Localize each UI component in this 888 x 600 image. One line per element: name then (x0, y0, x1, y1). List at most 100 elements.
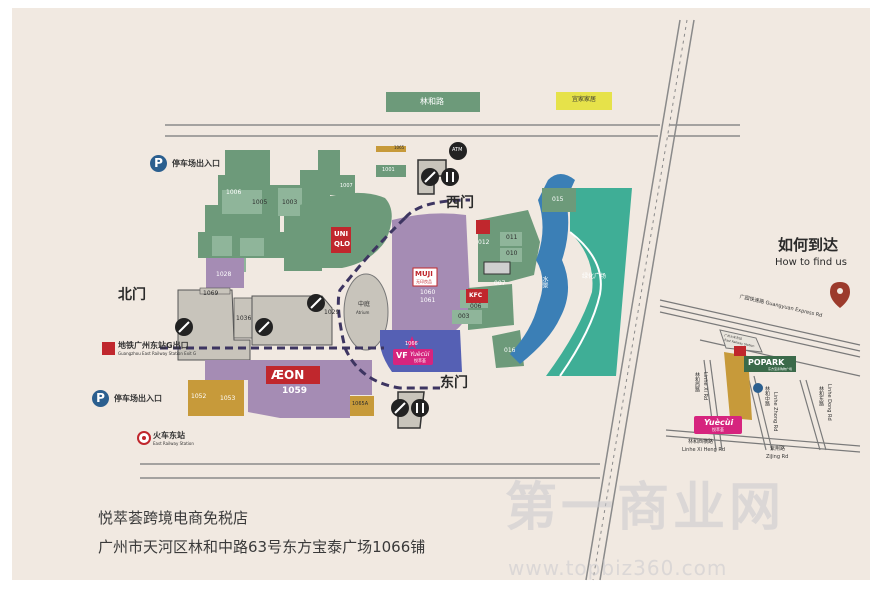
yuecui-logo-mark: VF (396, 351, 408, 360)
atm-icon (449, 142, 467, 160)
road-lines-north (165, 124, 740, 137)
uniqlo-logo (331, 227, 351, 253)
howto-subtitle: How to find us (775, 257, 847, 268)
ikea-label: 宜家家居 (572, 96, 597, 103)
atrium-label: 中庭 (358, 301, 371, 308)
unit-label-1069: 1069 (203, 290, 219, 297)
store-address: 广州市天河区林和中路63号东方宝泰广场1066铺 (98, 538, 426, 556)
howto-road-linhexiheng-en: Linhe Xi Heng Rd (682, 447, 725, 453)
unit-label-1003: 1003 (282, 199, 298, 206)
howto-road-linhedong-en: Linhe Dong Rd (826, 384, 832, 421)
parking-entrance-top: 停车场出入口 (172, 159, 220, 168)
howto-road-linhedong: 林和东路 (818, 386, 824, 406)
linhe-road-block (386, 92, 480, 112)
unit-label-1061: 1061 (420, 297, 436, 304)
howto-road-zijing: 紫荆路 (770, 446, 786, 452)
ikea-block (556, 92, 612, 110)
gate-west: 西门 (446, 195, 474, 211)
howto-parking-icon (753, 383, 763, 393)
howto-yuecui-cn: 悦萃荟 (712, 427, 724, 432)
unit-label-1001: 1001 (382, 167, 395, 173)
unit-1052 (188, 380, 210, 416)
unit-label-1007: 1007 (340, 183, 353, 189)
store-012-logo (476, 220, 490, 234)
howto-road-linhexi-en: Linhe Xi Rd (702, 372, 708, 401)
parking-icon-top: P (150, 155, 167, 172)
unit-label-1065: 1065 (394, 145, 405, 150)
kfc-text: KFC (469, 292, 483, 299)
howto-road-linhexiheng: 林和西横路 (688, 439, 714, 445)
unit-label-006: 006 (470, 303, 482, 310)
uniqlo-text-2: QLO (334, 240, 351, 248)
unit-label-1052: 1052 (191, 393, 207, 400)
location-pin-icon (830, 282, 850, 308)
howto-road-linhezhong: 林和中路 (764, 386, 770, 406)
unit-1001 (376, 165, 406, 177)
water-feature (510, 174, 575, 364)
train-station-label-en: East Railway Station (153, 441, 194, 446)
unit-label-015: 015 (552, 196, 564, 203)
unit-label-1005: 1005 (252, 199, 268, 206)
unit-label-003: 003 (458, 313, 470, 320)
howto-title: 如何到达 (778, 236, 839, 254)
green-plaza (546, 188, 632, 376)
metro-exit-label-en: Guangzhou East Railway Station Exit G (118, 351, 197, 356)
atm-label: ATM (452, 147, 463, 153)
aeon-text: ÆON (271, 368, 305, 382)
unit-1028 (206, 258, 244, 288)
road-lines-south (140, 463, 600, 479)
howto-road-zijing-en: ZiJing Rd (766, 454, 789, 460)
howto-station-block (719, 329, 763, 353)
unit-label-010: 010 (506, 250, 518, 257)
unit-label-012: 012 (478, 239, 490, 246)
unit-label-1006: 1006 (226, 189, 242, 196)
gate-east: 东门 (440, 375, 468, 391)
muji-subtext: 无印良品 (416, 279, 432, 284)
unit-label-1060: 1060 (420, 289, 436, 296)
metro-icon (102, 342, 115, 355)
gate-north: 北门 (118, 287, 146, 303)
atrium (343, 273, 389, 351)
unit-1065 (376, 146, 406, 152)
unit-label-1053: 1053 (220, 395, 236, 402)
metro-exit-label: 地铁广州东站G出口 (118, 341, 189, 350)
plaza-curve (559, 231, 602, 377)
howto-road-linhexi: 林和西路 (694, 372, 700, 392)
unit-label-1028: 1028 (216, 271, 232, 278)
howto-metro-icon (734, 346, 746, 356)
muji-text: MUJI (415, 270, 433, 278)
yuecui-logo-cn: 悦萃荟 (414, 358, 426, 363)
star-icon (405, 336, 419, 349)
unit-label-1059: 1059 (282, 386, 308, 396)
unit-1065A (350, 396, 374, 416)
green-block-details (212, 188, 320, 272)
yuecui-logo (393, 349, 433, 365)
parking-icon-bottom: P (92, 390, 109, 407)
unit-label-1066: 1066 (405, 341, 418, 347)
train-station-icon-dot (142, 436, 146, 440)
linhe-road-label: 林和路 (420, 97, 444, 106)
popark-subtext: 东方宝泰购物广场 (768, 367, 793, 371)
store-name: 悦萃荟跨境电商免税店 (98, 509, 249, 527)
railway-track (585, 19, 695, 581)
yuecui-logo-name: Yuècùi (410, 351, 430, 358)
kfc-logo (466, 289, 488, 303)
popark-text: POPARK (748, 358, 785, 367)
unit-label-007: 007 (494, 280, 506, 287)
unit-label-1029: 1029 (324, 309, 340, 316)
howto-road-linhezhong-en: Linhe Zhong Rd (772, 392, 778, 432)
watermark-cn: 第一商业网 (505, 478, 786, 538)
water-label: 水景 (541, 276, 548, 288)
popark-logo (744, 356, 796, 372)
unit-label-1065A: 1065A (352, 401, 369, 407)
howto-yuecui-logo (694, 416, 742, 434)
uniqlo-text-1: UNI (334, 230, 349, 238)
unit-label-011: 011 (506, 234, 518, 241)
parking-entrance-bottom: 停车场出入口 (114, 394, 162, 403)
unit-015 (542, 188, 576, 212)
unit-1053 (210, 380, 244, 416)
escalator-icons (175, 168, 459, 417)
train-station-label: 火车东站 (153, 431, 185, 440)
